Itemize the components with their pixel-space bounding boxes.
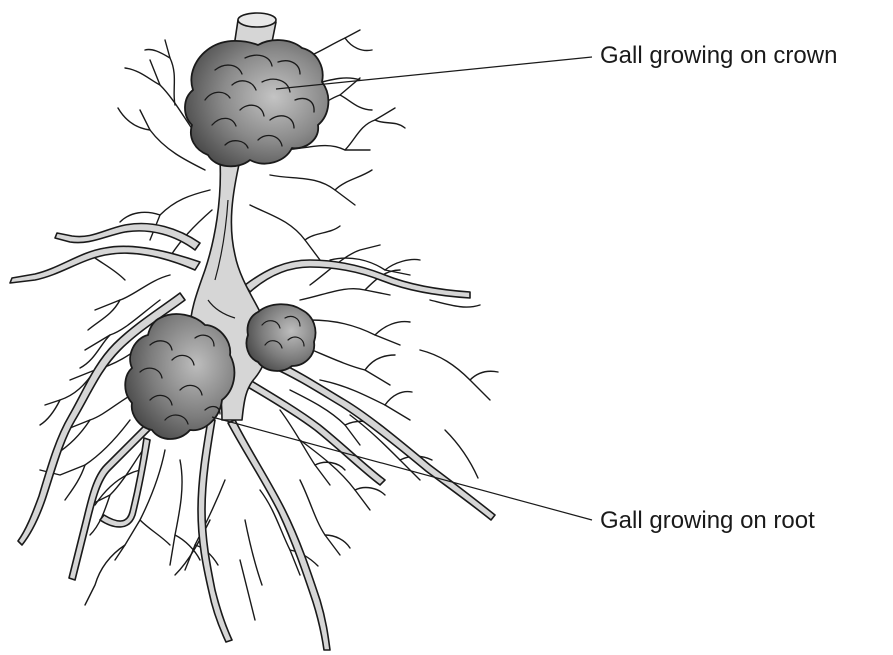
main-roots <box>10 224 495 650</box>
root-gall-label: Gall growing on root <box>600 509 815 533</box>
root-gall-large <box>125 314 234 439</box>
crown-gall-label: Gall growing on crown <box>600 44 837 68</box>
root-gall-small <box>246 304 315 371</box>
